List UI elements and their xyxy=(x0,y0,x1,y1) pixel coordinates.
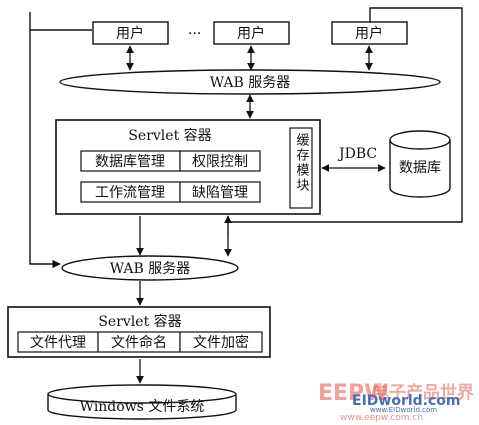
wab-server-bottom-label: WAB 服务器 xyxy=(110,261,191,277)
servlet-container-top: Servlet 容器 数据库管理 权限控制 工作流管理 缺陷管理 缓存模块 xyxy=(55,119,321,215)
module-permission-control: 权限控制 xyxy=(192,154,248,170)
user-label-1: 用户 xyxy=(116,25,144,42)
user-server-arrows xyxy=(126,45,373,71)
watermark-cn: 电子产品世界 xyxy=(372,382,474,403)
servlet-container-bottom: Servlet 容器 文件代理 文件命名 文件加密 xyxy=(7,306,271,358)
watermark-brand: EIDworld.com xyxy=(352,393,461,409)
watermark-logo: EEPW xyxy=(318,381,388,406)
wab-server-top-label: WAB 服务器 xyxy=(210,75,291,91)
watermark-brand2: www.EIDworld.com xyxy=(370,406,437,414)
outer-connector-lines xyxy=(29,7,463,269)
wab-server-top: WAB 服务器 xyxy=(59,69,441,95)
filesystem-cylinder: Windows 文件系统 xyxy=(47,384,237,420)
servlet-bottom-title: Servlet 容器 xyxy=(98,313,181,330)
module-defect-management: 缺陷管理 xyxy=(192,185,248,201)
ellipsis-text: ··· xyxy=(188,26,201,42)
filesystem-label: Windows 文件系统 xyxy=(80,399,205,415)
user-label-2: 用户 xyxy=(237,25,265,42)
database-cylinder: 数据库 xyxy=(389,130,451,198)
watermark-site: www.eepw.com.cn xyxy=(340,413,423,423)
wab-server-bottom: WAB 服务器 xyxy=(61,255,239,281)
cache-module-label: 缓存模块 xyxy=(294,133,310,193)
user-label-3: 用户 xyxy=(355,25,383,42)
watermark: EEPW 电子产品世界 EIDworld.com www.eepw.com.cn… xyxy=(318,381,474,423)
servlet-top-title: Servlet 容器 xyxy=(128,127,211,144)
module-workflow-management: 工作流管理 xyxy=(95,185,165,201)
module-file-naming: 文件命名 xyxy=(111,334,167,351)
user-box-3: 用户 xyxy=(331,21,408,45)
user-box-1: 用户 xyxy=(92,21,169,45)
database-label: 数据库 xyxy=(399,160,441,176)
user-box-2: 用户 xyxy=(213,21,290,45)
module-file-proxy: 文件代理 xyxy=(30,335,86,351)
module-db-management: 数据库管理 xyxy=(95,154,165,170)
module-file-encryption: 文件加密 xyxy=(193,334,249,351)
jdbc-label: JDBC xyxy=(337,146,377,162)
